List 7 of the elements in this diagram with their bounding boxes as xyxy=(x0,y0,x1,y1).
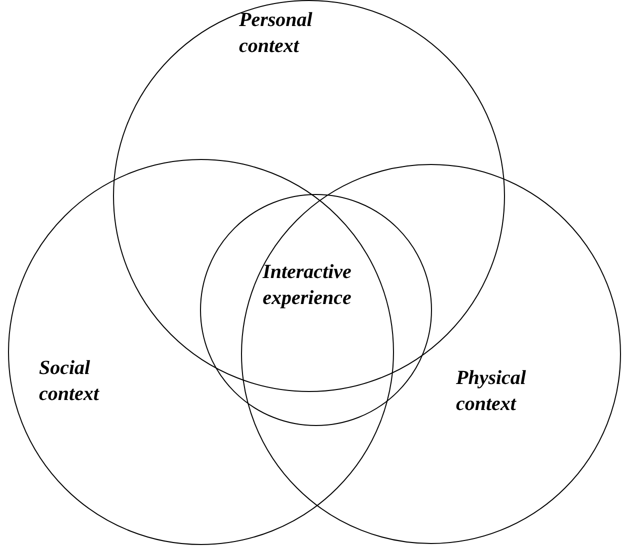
circle-label: Interactive experience xyxy=(262,260,352,311)
circle-label: Physical context xyxy=(456,366,527,417)
context-circle xyxy=(200,194,432,426)
circle-label: Social context xyxy=(39,356,100,407)
context-circle xyxy=(241,164,621,544)
context-circle xyxy=(8,159,394,545)
circle-label: Personal context xyxy=(239,8,314,59)
